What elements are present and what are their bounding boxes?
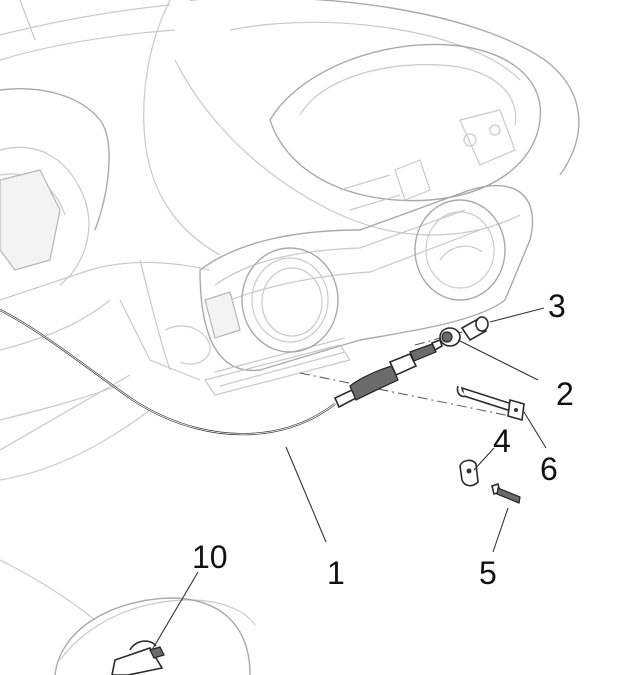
callout-2: 2 — [556, 376, 574, 412]
callout-6: 6 — [540, 451, 558, 487]
cable-bracket-part — [456, 385, 525, 422]
engine-cover-outline — [0, 109, 534, 396]
callout-4: 4 — [493, 423, 511, 459]
callout-1: 1 — [327, 555, 345, 591]
callout-3: 3 — [548, 288, 566, 324]
pin-part — [460, 316, 489, 342]
leader-lines — [151, 307, 547, 651]
cylindrical-nut-part — [439, 327, 461, 347]
screw-part — [491, 482, 521, 504]
callout-5: 5 — [479, 555, 497, 591]
callout-10: 10 — [192, 539, 228, 575]
bracket-clip-part — [459, 459, 479, 487]
clamp-detail-part — [54, 597, 251, 675]
cable-part — [0, 309, 443, 436]
